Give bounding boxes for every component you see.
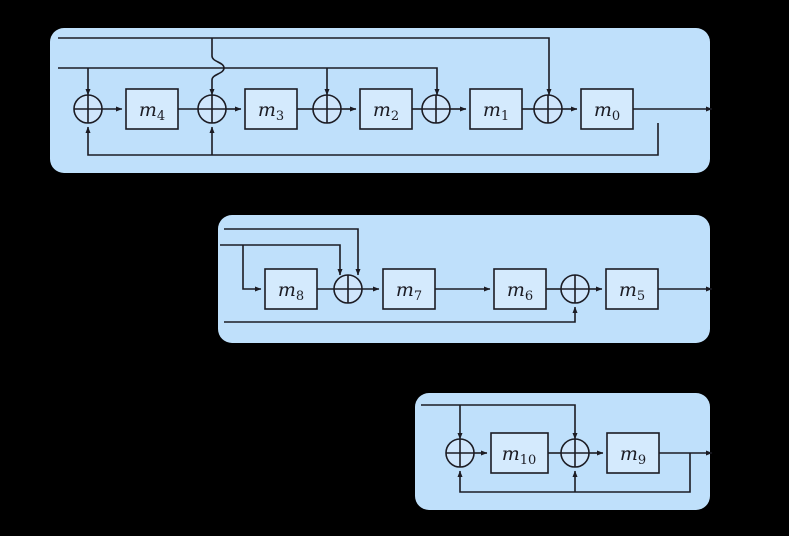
row1-feedback-top [58, 37, 552, 96]
row3-feedback-top [421, 404, 578, 440]
row2-feedback-second [220, 244, 343, 276]
row1-feedback-bottom [85, 123, 659, 156]
register-cell-m1: m1 [469, 88, 523, 130]
xor-gate-1-b [197, 94, 227, 124]
xor-gate-2-a [333, 274, 363, 304]
xor-gate-1-e [533, 94, 563, 124]
xor-gate-1-a [73, 94, 103, 124]
row3-feedback-bottom [457, 453, 691, 493]
register-cell-m10: m10 [490, 432, 549, 474]
register-cell-m2: m2 [359, 88, 413, 130]
register-cell-m8: m8 [264, 268, 318, 310]
register-cell-m6-label: m6 [507, 279, 533, 304]
register-cell-m6: m6 [493, 268, 547, 310]
xor-gate-2-b [560, 274, 590, 304]
row2-feedback-top [224, 228, 361, 276]
row1-hop-wire-xor-b [209, 38, 225, 96]
xor-gate-3-b [560, 438, 590, 468]
xor-gate-1-d [421, 94, 451, 124]
register-cell-m9: m9 [606, 432, 660, 474]
xor-gate-1-c [312, 94, 342, 124]
row2-tap-m8-input [242, 245, 262, 292]
row1-feedback-second [58, 67, 440, 96]
register-cell-m3: m3 [244, 88, 298, 130]
xor-gate-3-a [445, 438, 475, 468]
register-cell-m9-label: m9 [620, 443, 646, 468]
register-cell-m5: m5 [605, 268, 659, 310]
register-cell-m7: m7 [382, 268, 436, 310]
register-cell-m0: m0 [580, 88, 634, 130]
register-row-2-panel [218, 215, 710, 343]
register-cell-m4: m4 [125, 88, 179, 130]
row2-feedback-bottom [224, 306, 578, 323]
